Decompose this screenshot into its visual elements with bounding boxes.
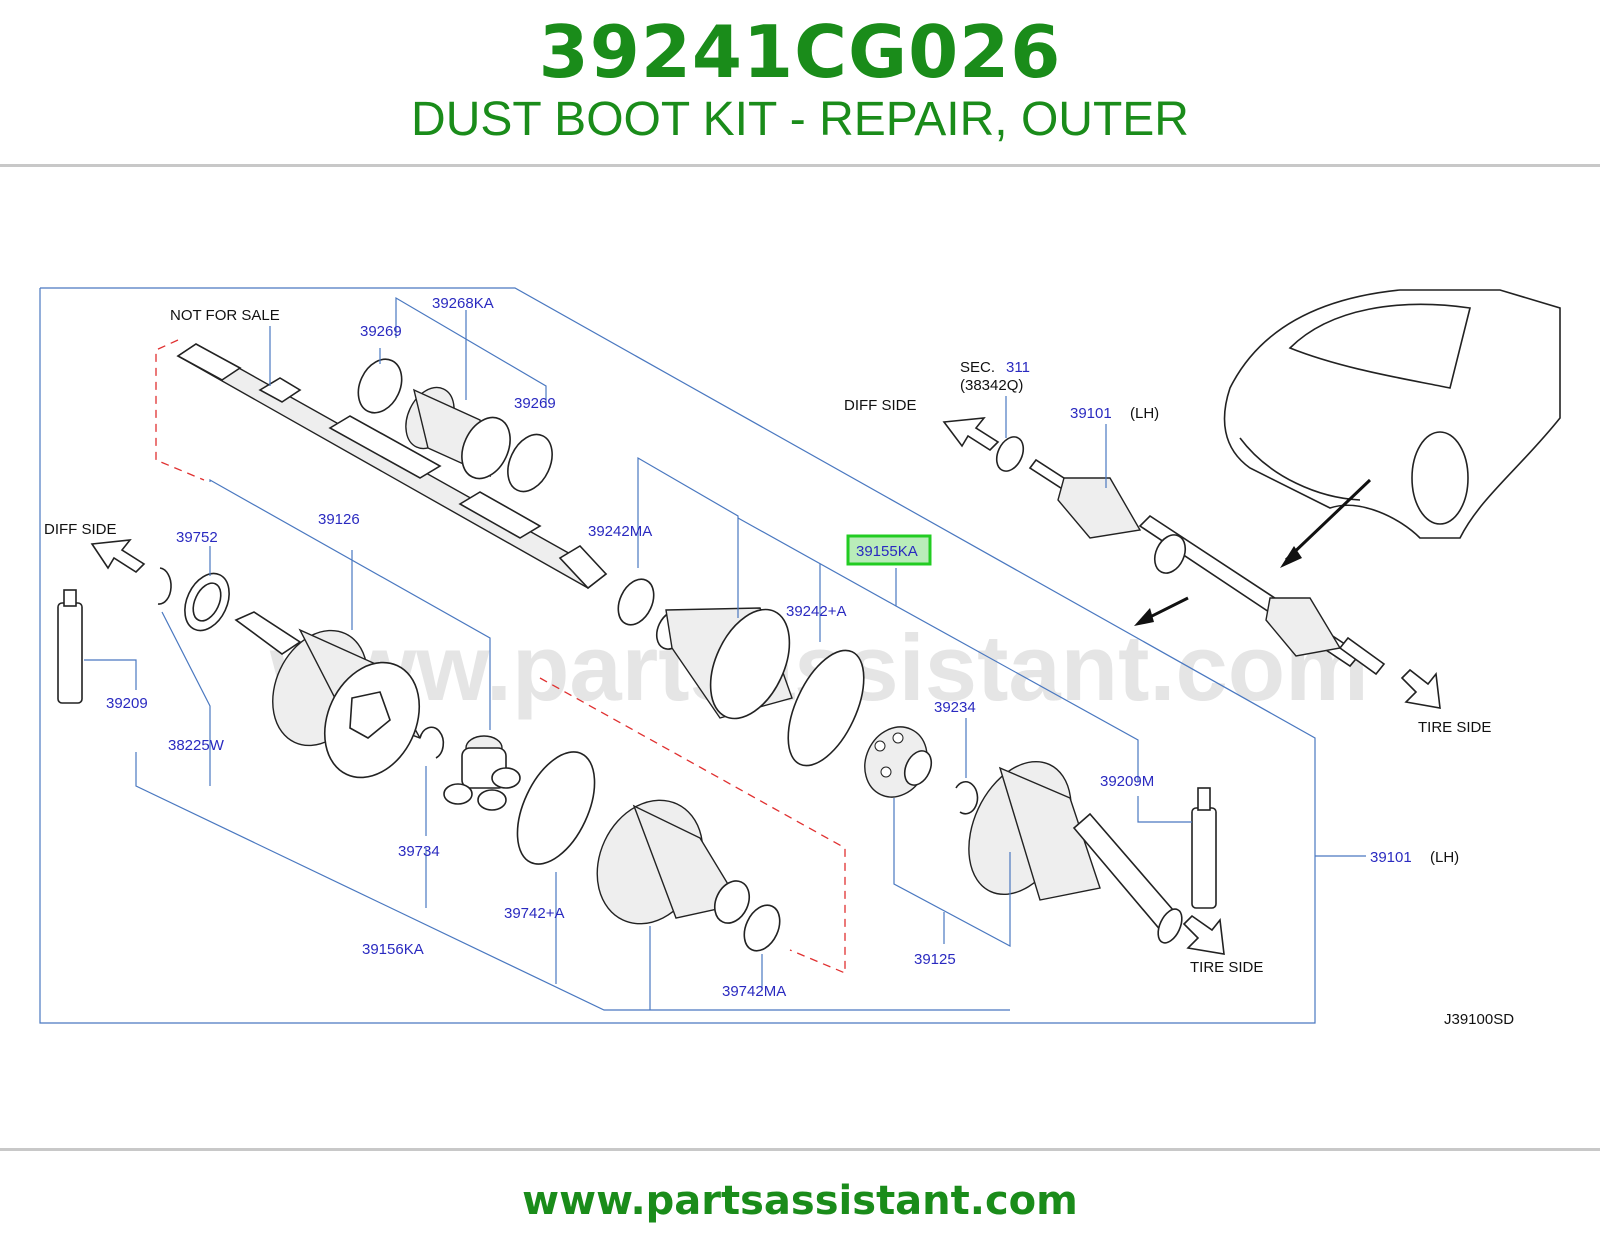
label-39242a[interactable]: 39242+A (786, 603, 846, 620)
inner-boot-kit-outline (539, 677, 846, 974)
boot-band-39242a (787, 649, 865, 767)
overview-shaft (995, 436, 1386, 676)
outer-joint-housing (968, 760, 1183, 944)
label-39234[interactable]: 39234 (934, 699, 976, 716)
footer-url[interactable]: www.partsassistant.com (522, 1178, 1078, 1224)
part-number: 39241CG026 (538, 10, 1062, 94)
inner-boot (596, 799, 751, 925)
label-39269-left[interactable]: 39269 (360, 323, 402, 340)
label-sec: SEC. (960, 359, 995, 376)
diagram-code: J39100SD (1444, 1011, 1514, 1028)
circlip-39234 (955, 781, 979, 815)
boot-band-39742a (516, 751, 596, 865)
label-39209[interactable]: 39209 (106, 695, 148, 712)
label-lh-top: (LH) (1130, 405, 1159, 422)
label-39734[interactable]: 39734 (398, 843, 440, 860)
label-39269-right[interactable]: 39269 (514, 395, 556, 412)
boot-band-39269-left (357, 358, 403, 414)
label-39268ka[interactable]: 39268KA (432, 295, 494, 312)
label-lh-right: (LH) (1430, 849, 1459, 866)
outer-joint-inner-race (864, 726, 933, 798)
label-39742ma[interactable]: 39742MA (722, 983, 786, 1000)
label-diff-side-left: DIFF SIDE (44, 521, 117, 538)
diagram-svg: www.partsassistant.com (39, 287, 1561, 1028)
tire-side-arrow-top (1400, 668, 1441, 709)
leader-lines (84, 296, 1366, 1011)
boot-band-39242ma (617, 578, 655, 626)
label-38225w[interactable]: 38225W (168, 737, 225, 754)
snap-ring-38225w (157, 567, 172, 605)
car-outline (1223, 289, 1561, 539)
label-39156ka[interactable]: 39156KA (362, 941, 424, 958)
diff-side-arrow-left (90, 539, 146, 574)
label-not-for-sale: NOT FOR SALE (170, 307, 280, 324)
page-header: 39241CG026 DUST BOOT KIT - REPAIR, OUTER (0, 0, 1600, 168)
boot-band-39269-right (507, 433, 553, 493)
damper-39268ka (405, 386, 511, 480)
diff-side-arrow-top (942, 417, 1000, 452)
label-39126[interactable]: 39126 (318, 511, 360, 528)
label-39155ka[interactable]: 39155KA (856, 543, 918, 560)
label-39242ma[interactable]: 39242MA (588, 523, 652, 540)
label-39125[interactable]: 39125 (914, 951, 956, 968)
label-39752[interactable]: 39752 (176, 529, 218, 546)
assembly-frame (39, 287, 1316, 1024)
label-39742a[interactable]: 39742+A (504, 905, 564, 922)
footer-divider (0, 1148, 1600, 1151)
part-description: DUST BOOT KIT - REPAIR, OUTER (411, 93, 1189, 146)
overview-arrows (942, 417, 1441, 709)
grease-tube-39209 (57, 589, 83, 704)
highlight-39155ka[interactable]: 39155KA (846, 534, 932, 566)
label-diff-side-top: DIFF SIDE (844, 397, 917, 414)
parts-diagram: www.partsassistant.com (0, 268, 1600, 1068)
inner-joint-housing-39126 (234, 611, 422, 779)
label-38342q: (38342Q) (960, 377, 1023, 394)
label-39101-top[interactable]: 39101 (1070, 405, 1112, 422)
intermediate-shaft (176, 343, 608, 590)
label-sec-311[interactable]: 311 (1006, 359, 1030, 376)
boot-band-39742ma (743, 904, 781, 952)
header-divider (0, 164, 1600, 167)
label-tire-side-bottom: TIRE SIDE (1190, 959, 1263, 976)
outer-boot (655, 607, 793, 720)
label-39209m[interactable]: 39209M (1100, 773, 1154, 790)
label-tire-side-top: TIRE SIDE (1418, 719, 1491, 736)
snap-ring-39734 (419, 726, 445, 759)
shaft-dashed-outline (155, 339, 205, 481)
grease-tube-39209m (1191, 787, 1217, 909)
label-39101-right[interactable]: 39101 (1370, 849, 1412, 866)
spider-assembly (443, 735, 521, 811)
tire-side-arrow-bottom (1182, 914, 1225, 955)
